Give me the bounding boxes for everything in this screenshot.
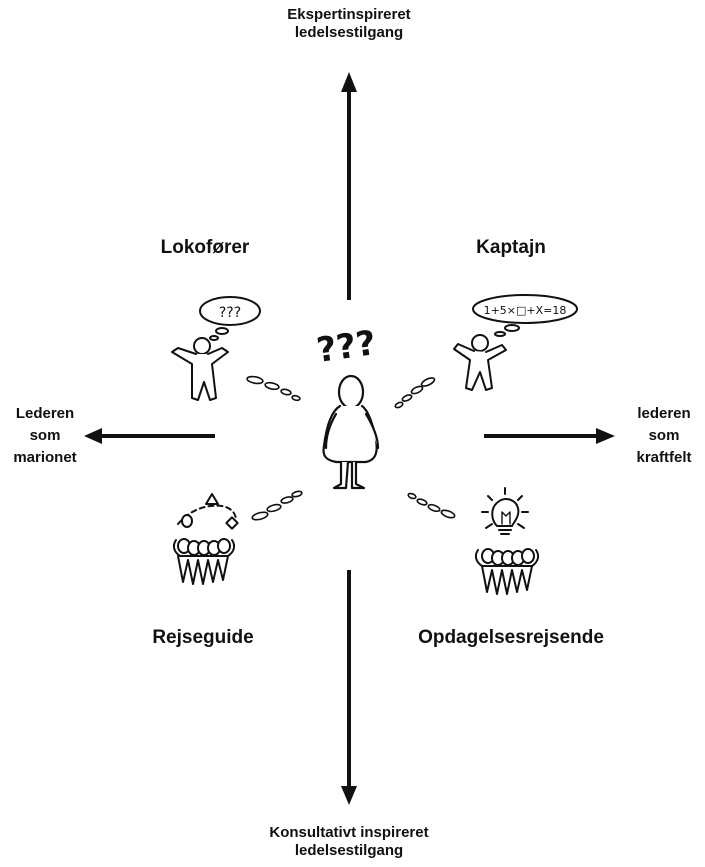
role-label-rejseguide: Rejseguide xyxy=(152,627,254,648)
role-label-lokoforer: Lokofører xyxy=(160,237,250,258)
axis-label-top-line1: Ekspertinspireret xyxy=(287,6,411,23)
axis-label-left-line1: Lederen xyxy=(15,405,75,422)
axis-label-left-line3: marionet xyxy=(13,448,77,466)
thought-bubble xyxy=(199,296,261,326)
rejseguide-icon xyxy=(172,493,239,585)
role-label-kaptajn: Kaptajn xyxy=(476,237,546,258)
trail-bottom-left xyxy=(251,490,303,521)
thought-text: 1+5×□+X=18 xyxy=(484,304,567,317)
lightbulb-icon xyxy=(481,487,529,535)
axis-label-left: Lederen som marionet xyxy=(4,403,86,468)
group-heads xyxy=(177,538,231,556)
thought-text: ??? xyxy=(219,305,241,321)
lokoforer-icon: ??? xyxy=(171,296,261,401)
trail-bottom-right xyxy=(407,492,456,519)
axis-label-right-line1: lederen xyxy=(637,405,691,422)
opdagelsesrejsende-icon xyxy=(474,487,540,595)
arrow-left-head xyxy=(84,428,102,444)
axis-arrows xyxy=(84,72,615,805)
arrow-up-head xyxy=(341,72,357,92)
center-question-marks: ??? xyxy=(314,323,378,371)
trail-top-right xyxy=(394,377,436,409)
arrow-down-head xyxy=(341,786,357,805)
thought-bubble xyxy=(472,294,578,324)
axis-label-right-line2: som xyxy=(648,426,680,444)
arrow-right-head xyxy=(596,428,615,444)
axis-label-right: lederen som kraftfelt xyxy=(626,403,702,468)
axis-label-bottom-line1: Konsultativt inspireret xyxy=(269,824,429,841)
axis-label-top-line2: ledelsestilgang xyxy=(294,24,404,42)
kaptajn-icon: 1+5×□+X=18 xyxy=(453,294,578,391)
group-heads xyxy=(481,548,535,566)
center-person-icon: ??? xyxy=(314,323,380,490)
axis-label-top: Ekspertinspireret ledelsestilgang xyxy=(249,6,449,43)
axis-label-bottom-line2: ledelsestilgang xyxy=(294,842,404,860)
axis-label-bottom: Konsultativt inspireret ledelsestilgang xyxy=(229,824,469,861)
trail-top-left xyxy=(246,375,301,402)
axis-label-right-line3: kraftfelt xyxy=(636,448,692,466)
role-label-opdagelsesrejsende: Opdagelsesrejsende xyxy=(418,627,604,648)
axis-label-left-line2: som xyxy=(29,426,61,444)
